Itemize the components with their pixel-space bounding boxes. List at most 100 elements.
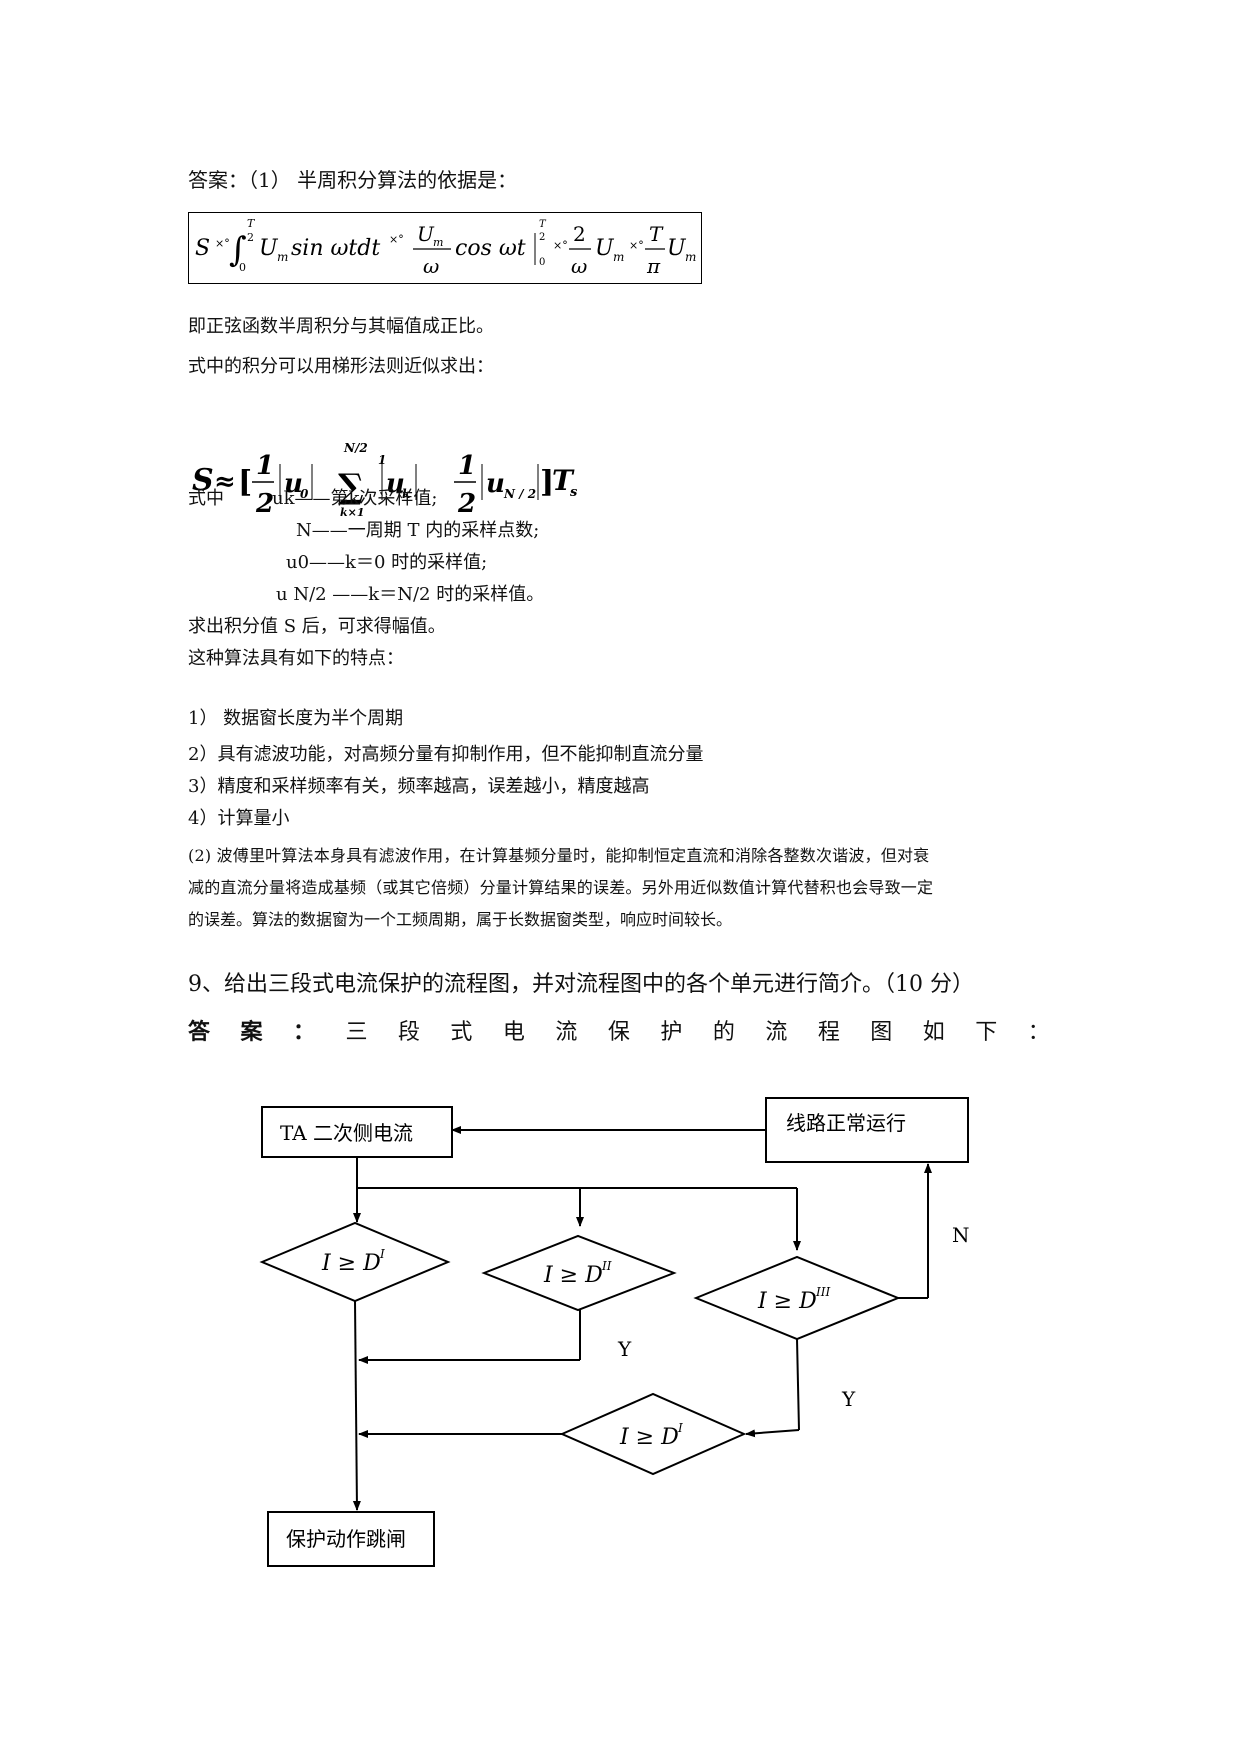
answer-char: 电 <box>502 1020 525 1045</box>
feature-item: 2）具有滤波功能，对高频分量有抑制作用，但不能抑制直流分量 <box>188 744 704 765</box>
answer-char: 案 <box>240 1019 263 1045</box>
f2-u0-sub: 0 <box>300 487 309 501</box>
box-normal-label: 线路正常运行 <box>786 1111 906 1135</box>
answer-char: 程 <box>817 1020 840 1045</box>
fourier-line: 减的直流分量将造成基频（或其它倍频）分量计算结果的误差。另外用近似数值计算代替积… <box>188 878 934 897</box>
answer-char: 答 <box>188 1019 211 1045</box>
formula-caption-1: 即正弦函数半周积分与其幅值成正比。 <box>188 316 494 337</box>
d2-label: I ≥ D <box>543 1263 603 1288</box>
f1-term3-sub: m <box>685 250 696 264</box>
f2-uk: u <box>386 469 405 499</box>
f2-bracket-open: [ <box>238 465 252 500</box>
arrow-d3-to-d4 <box>745 1429 800 1438</box>
f1-term2-sub: m <box>613 250 624 264</box>
formula-half-cycle-integral: S ×° ∫ T 2 0 U m sin ωtdt ×° U m ω cos ω… <box>195 217 696 278</box>
after-text-1: 求出积分值 S 后，可求得幅值。 <box>188 616 446 637</box>
def-uN2: u N/2 ——k＝N/2 时的采样值。 <box>276 584 545 605</box>
f1-mark4: ×° <box>629 239 644 252</box>
answer-char: 段 <box>397 1020 420 1045</box>
answer-char: 的 <box>712 1020 735 1045</box>
f1-frac1-num: U <box>417 222 435 246</box>
f2-sum-upper2: 1 <box>378 453 386 467</box>
f1-frac1-num-sub: m <box>433 236 443 249</box>
f1-int-upper-T: T <box>247 217 256 230</box>
answer-char: 式 <box>450 1020 473 1045</box>
f2-bracket-close: ] <box>540 465 554 500</box>
feature-item: 1） 数据窗长度为半个周期 <box>188 708 404 729</box>
label-N: N <box>952 1223 970 1247</box>
f1-lim-top-T: T <box>539 219 547 230</box>
formula-trapezoidal: S ≈ [ 1 2 u 0 N/2 1 ∑ k×1 u k 1 2 u N / … <box>192 441 578 519</box>
d1-sup: I <box>379 1247 385 1261</box>
answer-char: 护 <box>660 1020 683 1045</box>
f2-uN-sub: N / 2 <box>503 487 536 501</box>
f1-mark3: ×° <box>553 239 568 252</box>
label-Y-d3: Y <box>841 1387 856 1411</box>
f1-lim-bot: 0 <box>539 257 545 268</box>
f1-frac2-num: 2 <box>573 222 586 246</box>
f1-S: S <box>195 236 210 261</box>
d3-label: I ≥ D <box>757 1289 817 1314</box>
box-ta-label: TA 二次侧电流 <box>280 1121 413 1145</box>
formula-box-half-cycle-integral: S ×° ∫ T 2 0 U m sin ωtdt ×° U m ω cos ω… <box>188 212 702 284</box>
answer-char: ： <box>292 1019 315 1045</box>
f1-int-upper-2: 2 <box>247 231 254 244</box>
answer-char: 保 <box>607 1020 630 1045</box>
f1-term3: U <box>667 236 687 261</box>
f2-S: S <box>192 463 214 498</box>
f1-mark2: ×° <box>389 233 404 246</box>
f2-half-num: 1 <box>256 451 274 481</box>
f1-term1: U <box>259 236 279 261</box>
f2-half2-num: 1 <box>458 451 476 481</box>
f1-frac1-den: ω <box>423 254 439 278</box>
answer-char: 流 <box>555 1020 578 1045</box>
arrow-d1-to-trip <box>352 1300 361 1511</box>
after-text-2: 这种算法具有如下的特点： <box>188 648 404 669</box>
answer-9-spaced-line: 答 案 ： 三 段 式 电 流 保 护 的 流 程 图 如 下 ： <box>188 1014 1050 1046</box>
fourier-line: (2) 波傅里叶算法本身具有滤波作用，在计算基频分量时，能抑制恒定直流和消除各整… <box>188 846 930 865</box>
feature-item: 3）精度和采样频率有关，频率越高，误差越小，精度越高 <box>188 776 650 797</box>
feature-item: 4）计算量小 <box>188 808 290 829</box>
label-Y-d2: Y <box>617 1337 632 1361</box>
f1-lim-top-2: 2 <box>539 232 545 243</box>
d4-sup: I <box>677 1421 683 1435</box>
f1-frac3-num: T <box>649 222 664 246</box>
f2-half-den: 2 <box>255 489 274 519</box>
f2-uN: u <box>486 469 505 499</box>
answer-char: 下 <box>975 1020 998 1045</box>
answer-intro: 答案：（1） 半周积分算法的依据是： <box>188 168 518 192</box>
d2-sup: II <box>601 1259 612 1273</box>
box-line-normal-operation <box>765 1097 969 1163</box>
fourier-line: 的误差。算法的数据窗为一个工频周期，属于长数据窗类型，响应时间较长。 <box>188 910 733 929</box>
d4-label: I ≥ D <box>619 1425 679 1450</box>
f2-T-sub: s <box>570 485 578 500</box>
diamond-stage-2 <box>481 1234 677 1312</box>
def-N: N——一周期 T 内的采样点数; <box>296 520 540 541</box>
question-9: 9、给出三段式电流保护的流程图，并对流程图中的各个单元进行简介。（10 分） <box>188 972 974 997</box>
formula-caption-2: 式中的积分可以用梯形法则近似求出： <box>188 356 494 377</box>
answer-char: 三 <box>345 1020 368 1045</box>
f2-sum-lower: k×1 <box>340 506 365 519</box>
f1-integral-sign: ∫ <box>229 230 247 270</box>
def-label: 式中 <box>188 488 224 509</box>
f1-frac2-den: ω <box>571 254 587 278</box>
def-uk: uk——第k次采样值; <box>272 488 438 509</box>
box-protection-trip <box>267 1511 435 1567</box>
diamond-stage-1-lower <box>559 1392 747 1476</box>
f2-half2-den: 2 <box>457 489 476 519</box>
diamond-stage-1 <box>259 1221 451 1303</box>
f1-mark1: ×° <box>215 237 230 250</box>
f1-term1-rest: sin ωtdt <box>291 236 380 261</box>
box-trip-label: 保护动作跳闸 <box>286 1527 406 1551</box>
f1-term2: U <box>595 236 615 261</box>
f2-uk-sub: k <box>402 487 410 501</box>
def-u0: u0——k＝0 时的采样值; <box>286 552 488 573</box>
f2-u0: u <box>284 469 303 499</box>
f2-approx: ≈ <box>214 467 236 497</box>
answer-char: ： <box>1027 1020 1050 1045</box>
f2-sum-upper: N/2 <box>343 441 368 455</box>
f1-cos-part: cos ωt <box>455 236 526 261</box>
f1-int-lower: 0 <box>239 261 246 274</box>
f1-term1-sub: m <box>277 250 288 264</box>
